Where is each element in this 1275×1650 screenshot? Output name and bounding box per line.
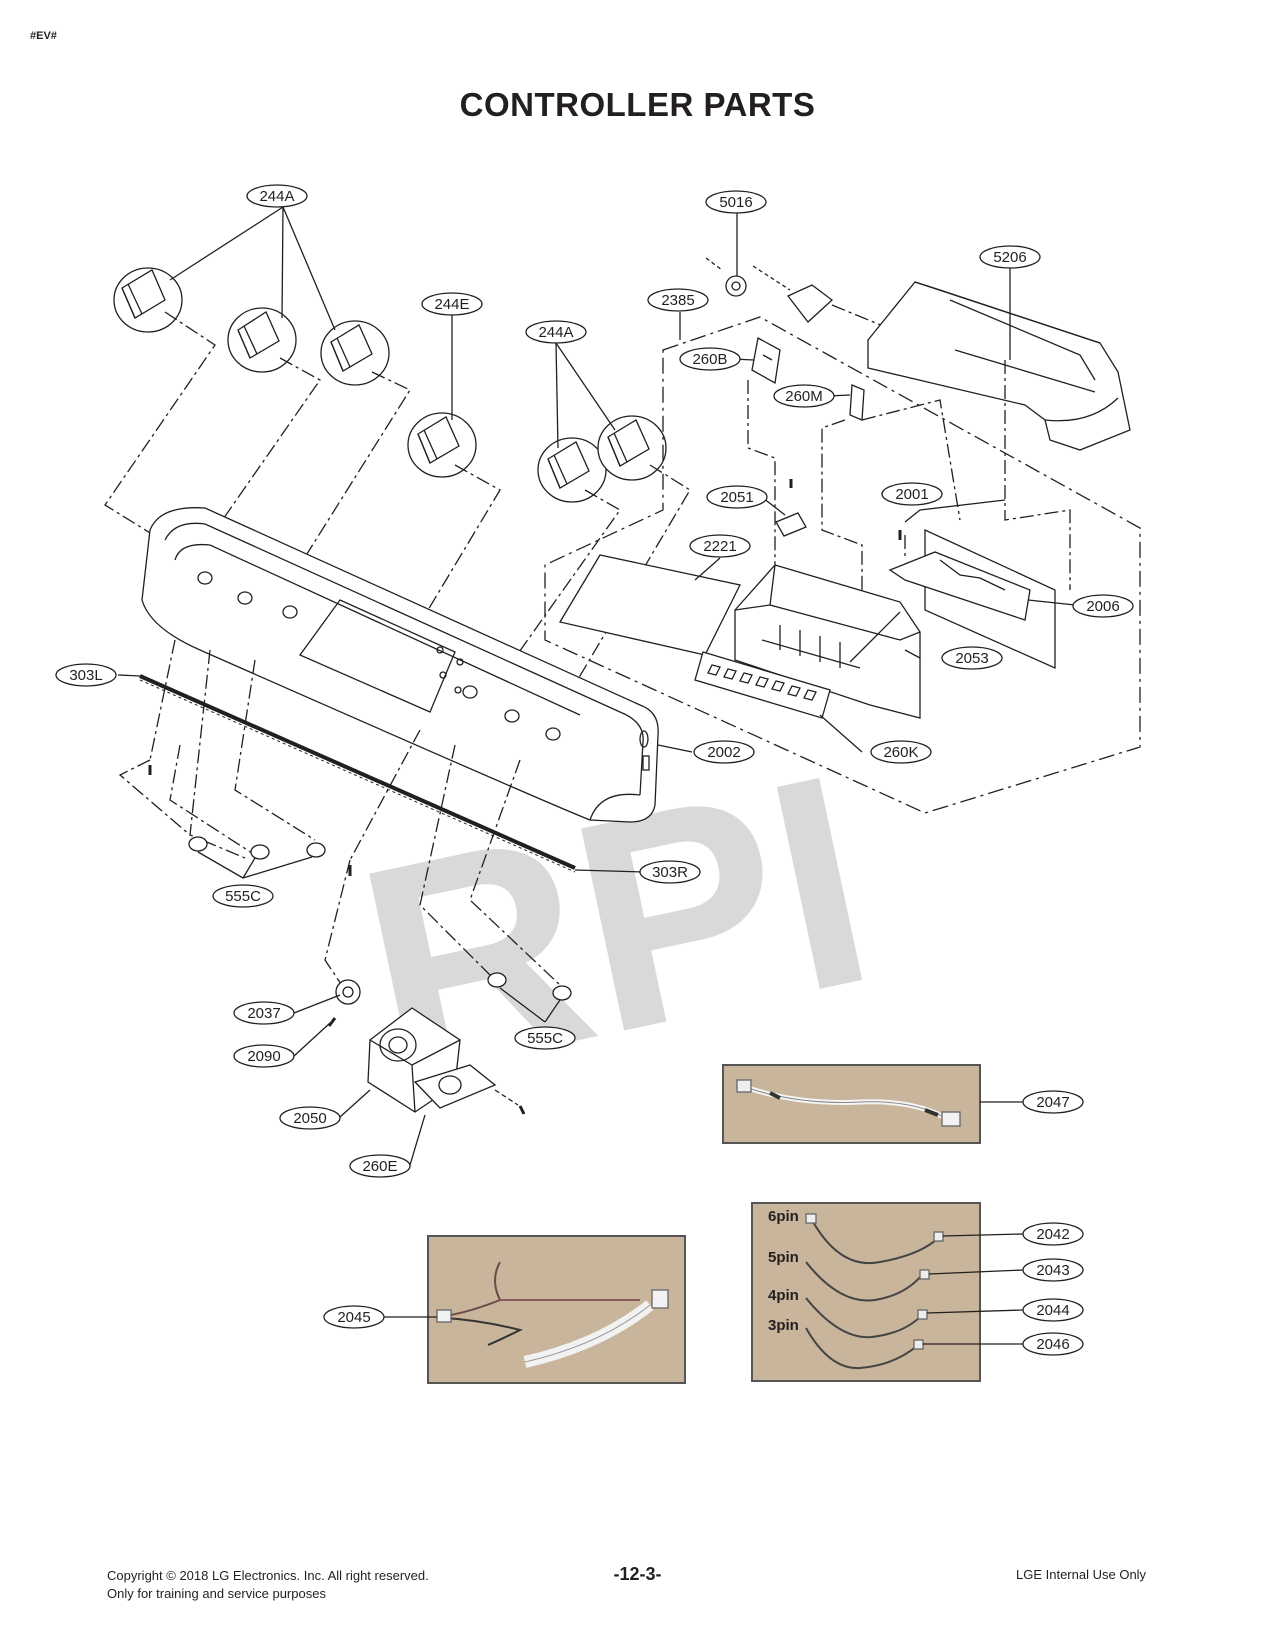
callout-303r: 303R [639,860,701,884]
callout-260k: 260K [870,740,932,764]
svg-text:2046: 2046 [1036,1336,1069,1353]
plug-555c-1 [188,836,208,852]
part-260b [751,337,781,385]
callout-2001: 2001 [881,482,943,506]
svg-text:2051: 2051 [720,489,753,506]
housing-2053 [734,564,921,719]
callout-244a-left: 244A [246,184,308,208]
plug-555c-4 [487,972,507,988]
svg-text:303L: 303L [69,667,102,684]
svg-text:260M: 260M [785,388,823,405]
callout-5016: 5016 [705,190,767,214]
knob-244e [407,412,477,478]
control-panel-2002 [141,507,659,823]
photo-harness-2045 [427,1235,686,1384]
callout-555c-left: 555C [212,884,274,908]
svg-text:260E: 260E [362,1158,397,1175]
callout-244e: 244E [421,292,483,316]
svg-text:2053: 2053 [955,650,988,667]
svg-text:2044: 2044 [1036,1302,1069,1319]
callout-260e: 260E [349,1154,411,1178]
callout-2051: 2051 [706,485,768,509]
callout-260m: 260M [773,384,835,408]
svg-text:5016: 5016 [719,194,752,211]
photo-harness-2047 [722,1064,981,1144]
pin-label-4: 4pin [768,1287,799,1304]
pin-label-3: 3pin [768,1317,799,1334]
svg-text:555C: 555C [527,1030,563,1047]
callout-2006: 2006 [1072,594,1134,618]
svg-text:244A: 244A [259,188,294,205]
display-window-2221 [558,554,741,656]
knob-244a-5 [597,415,667,481]
callout-303l: 303L [55,663,117,687]
page-number: -12-3- [613,1564,662,1584]
svg-text:303R: 303R [652,864,688,881]
pin-label-6: 6pin [768,1208,799,1225]
photo-pin-harnesses [751,1202,981,1382]
svg-text:2001: 2001 [895,486,928,503]
callout-2043: 2043 [1022,1258,1084,1282]
callout-244a-right: 244A [525,320,587,344]
page-title: CONTROLLER PARTS [459,86,816,123]
cover-5206 [867,281,1131,451]
svg-text:2045: 2045 [337,1309,370,1326]
svg-text:2090: 2090 [247,1048,280,1065]
svg-text:2037: 2037 [247,1005,280,1022]
training-line: Only for training and service purposes [107,1586,326,1601]
svg-text:2002: 2002 [707,744,740,761]
svg-text:2006: 2006 [1086,598,1119,615]
knob-244a-4 [537,437,607,503]
knob-244a-2 [227,307,297,373]
plug-555c-2 [250,844,270,860]
svg-text:244E: 244E [434,296,469,313]
part-260m [849,384,865,421]
callout-2044: 2044 [1022,1298,1084,1322]
svg-text:5206: 5206 [993,249,1026,266]
knob-244a-3 [320,320,390,386]
internal-use-note: LGE Internal Use Only [1016,1567,1147,1582]
svg-text:2042: 2042 [1036,1226,1069,1243]
plug-555c-5 [552,985,572,1001]
svg-text:2221: 2221 [703,538,736,555]
callout-2385: 2385 [647,288,709,312]
callout-2042: 2042 [1022,1222,1084,1246]
svg-text:260K: 260K [883,744,918,761]
callout-2002: 2002 [693,740,755,764]
knob-244a-1 [113,267,183,333]
bracket-5016 [705,257,906,336]
encoder-module-2050 [327,979,526,1115]
copyright-line: Copyright © 2018 LG Electronics. Inc. Al… [107,1568,429,1583]
clip-2051 [775,479,807,537]
callout-5206: 5206 [979,245,1041,269]
svg-text:2050: 2050 [293,1110,326,1127]
callout-2047: 2047 [1022,1090,1084,1114]
board-260k [694,651,831,719]
trim-strip-303 [139,674,576,873]
callout-2046: 2046 [1022,1332,1084,1356]
svg-text:2043: 2043 [1036,1262,1069,1279]
svg-text:260B: 260B [692,351,727,368]
callout-2037: 2037 [233,1001,295,1025]
callout-2045: 2045 [323,1305,385,1329]
footer-copyright: Copyright © 2018 LG Electronics. Inc. Al… [107,1567,429,1603]
callout-2053: 2053 [941,646,1003,670]
svg-text:555C: 555C [225,888,261,905]
pin-label-5: 5pin [768,1249,799,1266]
callout-555c-right: 555C [514,1026,576,1050]
assembly-boundary-2385 [544,316,1141,814]
board-2006 [888,528,1056,670]
svg-text:2047: 2047 [1036,1094,1069,1111]
svg-text:2385: 2385 [661,292,694,309]
callout-2090: 2090 [233,1044,295,1068]
plug-555c-3 [306,842,326,858]
svg-text:244A: 244A [538,324,573,341]
callout-2050: 2050 [279,1106,341,1130]
document-tag: #EV# [30,30,57,42]
callout-2221: 2221 [689,534,751,558]
callout-260b: 260B [679,347,741,371]
